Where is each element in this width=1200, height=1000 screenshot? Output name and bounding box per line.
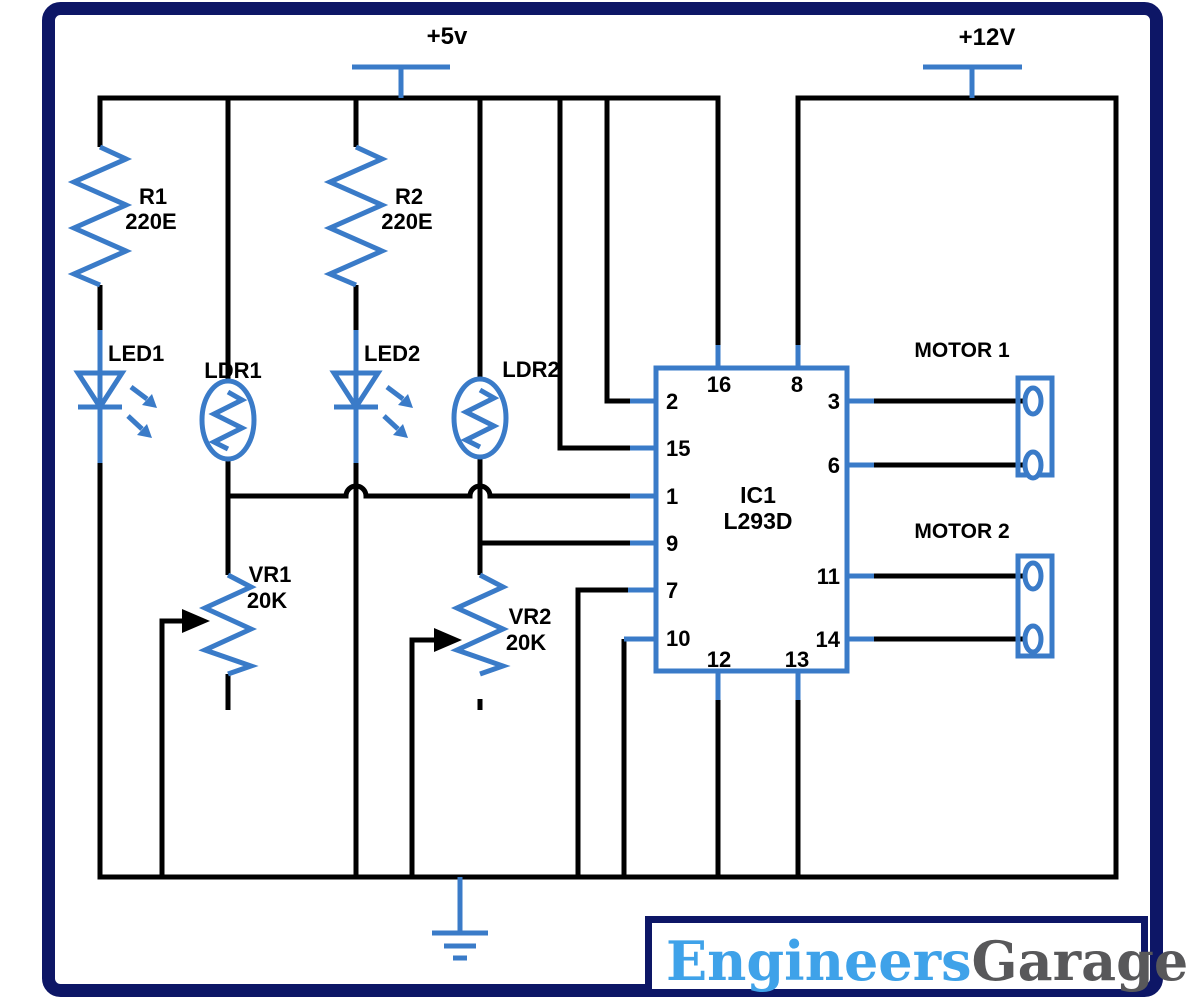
label-vr2: VR2	[509, 604, 552, 629]
label-12v: +12V	[959, 24, 1016, 51]
vr2-potentiometer	[450, 572, 511, 677]
motor1-terminal-top	[1022, 385, 1044, 417]
motor2-terminal-bottom	[1022, 623, 1044, 655]
label-vr2-value: 20K	[506, 630, 546, 655]
ic-pin-stubs	[624, 345, 874, 700]
pin-8: 8	[791, 372, 803, 397]
pin-10: 10	[666, 626, 690, 651]
pin-12: 12	[707, 647, 731, 672]
logo-box	[645, 916, 1148, 996]
pin-9: 9	[666, 531, 678, 556]
label-motor1: MOTOR 1	[914, 339, 1010, 362]
label-ldr1: LDR1	[204, 358, 261, 383]
r1-resistor	[67, 144, 133, 288]
pin-1: 1	[666, 484, 678, 509]
label-5v: +5v	[427, 23, 468, 50]
label-led2: LED2	[364, 341, 420, 366]
vr2-wiper-arrow-icon	[434, 628, 462, 652]
logo-text: EngineersGarage	[666, 929, 1188, 993]
page-border	[42, 2, 1163, 997]
pin-11: 11	[817, 564, 840, 589]
label-r1: R1	[139, 184, 167, 209]
ldr2-symbol	[451, 376, 509, 460]
motor2-terminal-top	[1022, 560, 1044, 592]
motor2-connector	[1015, 553, 1055, 659]
power-12v-icon	[923, 64, 1022, 98]
wire-vr1-wiper	[159, 618, 184, 877]
vr1-potentiometer	[198, 572, 259, 677]
wire-pin2	[604, 98, 630, 404]
label-ldr2: LDR2	[502, 357, 559, 382]
pin-7: 7	[666, 578, 678, 603]
ic1-chip-body	[653, 365, 850, 674]
pin-14: 14	[816, 627, 841, 652]
label-r1-value: 220E	[125, 209, 176, 234]
wire-pin15	[557, 98, 630, 451]
pin-2: 2	[666, 389, 678, 414]
power-5v-icon	[352, 64, 450, 98]
label-vr1-value: 20K	[247, 588, 287, 613]
logo-text-garage: Garage	[972, 929, 1189, 993]
wire-pin7-gnd	[575, 587, 628, 877]
wire-ldr1-pin1	[228, 483, 630, 499]
ldr1-symbol	[199, 378, 257, 462]
pin-13: 13	[785, 647, 809, 672]
pin-6: 6	[828, 453, 840, 478]
labels: +5v +12V R1 220E R2 220E LED1 LED2 LDR1 …	[108, 23, 1015, 672]
label-r2-value: 220E	[381, 209, 432, 234]
label-led1: LED1	[108, 341, 164, 366]
label-r2: R2	[395, 184, 423, 209]
pin-15: 15	[666, 436, 690, 461]
blue-wires	[67, 64, 1055, 961]
led2-symbol	[329, 330, 413, 463]
black-wires	[97, 95, 1119, 880]
wire-vr2-wiper	[409, 637, 436, 877]
logo-text-engineers: Engineers	[666, 929, 972, 993]
led1-symbol	[73, 330, 157, 463]
wire-top-rail-left	[97, 95, 721, 345]
label-ic-ref: IC1	[740, 482, 776, 508]
wire-bottom-rail	[97, 95, 1119, 880]
motor1-terminal-bottom	[1022, 449, 1044, 481]
pin-16: 16	[707, 372, 731, 397]
label-ic-part: L293D	[723, 508, 792, 534]
r2-resistor	[323, 144, 389, 288]
pin-3: 3	[828, 389, 840, 414]
label-vr1: VR1	[249, 562, 292, 587]
logo: EngineersGarage	[645, 916, 1188, 996]
label-motor2: MOTOR 2	[914, 520, 1009, 543]
ground-icon	[432, 877, 488, 961]
vr1-wiper-arrow-icon	[182, 609, 210, 633]
